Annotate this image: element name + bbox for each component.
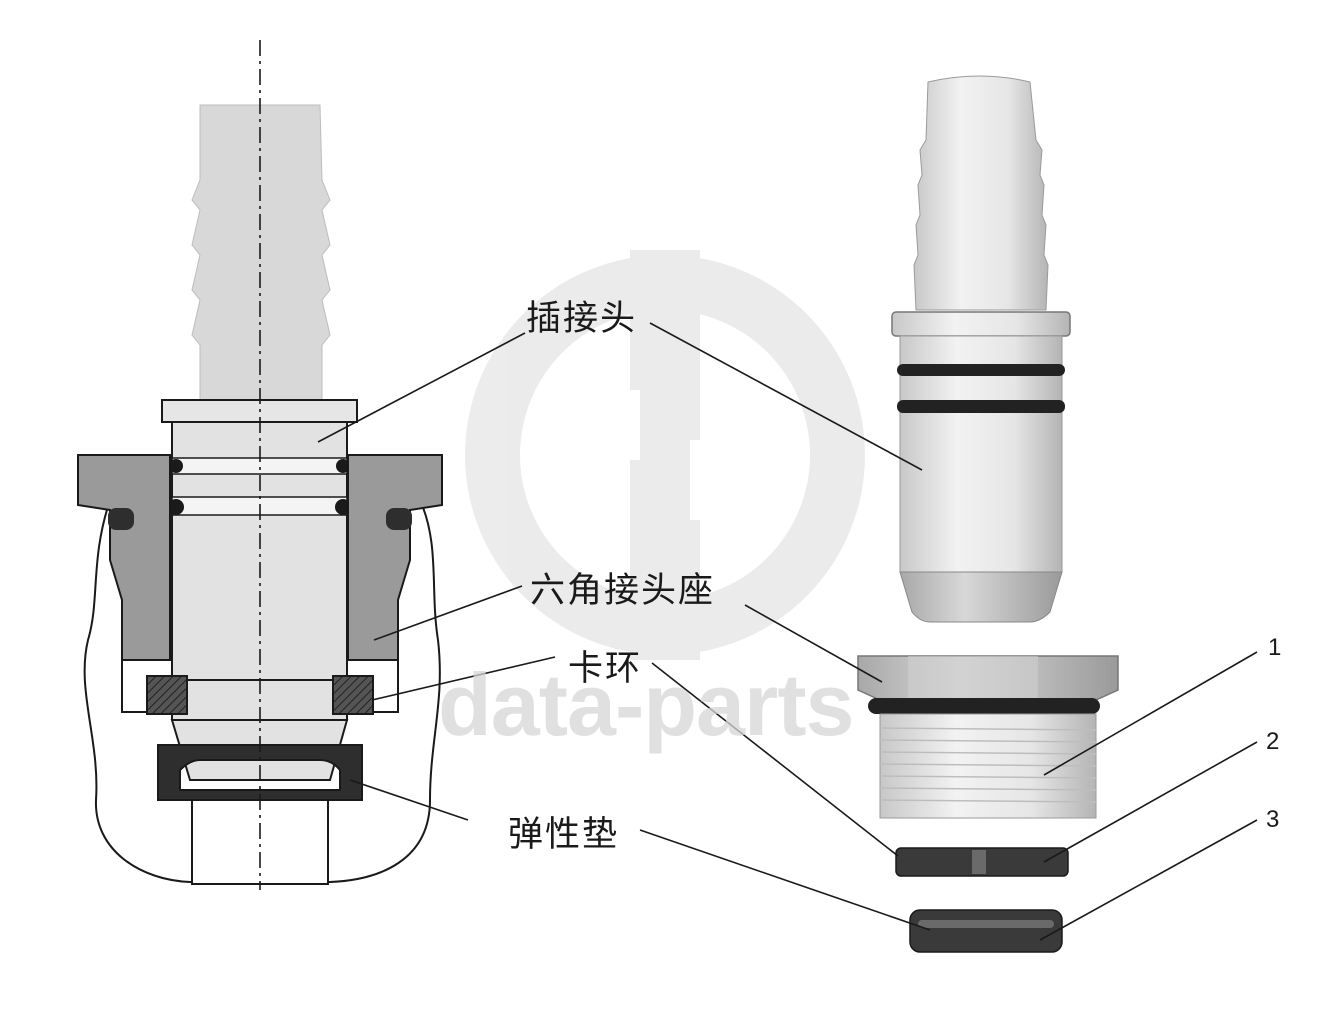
elastic-gasket	[157, 744, 363, 801]
clamp-ring-left	[146, 675, 188, 715]
callout-number-1: 1	[1268, 634, 1282, 661]
leader-clamp-left	[371, 656, 556, 701]
label-plug: 插接头	[526, 299, 638, 339]
leader-2	[1043, 741, 1258, 863]
label-clamp-ring: 卡环	[568, 649, 643, 689]
leader-1	[1043, 651, 1258, 776]
cross-section-view	[77, 40, 443, 890]
exploded-view	[857, 75, 1119, 953]
leader-hex-left	[373, 585, 523, 641]
leader-gasket-right	[639, 829, 931, 931]
watermark-text: data-parts	[438, 655, 854, 754]
label-elastic-gasket: 弹性垫	[508, 815, 620, 855]
leader-plug-right	[649, 322, 923, 471]
o-ring-lower	[897, 400, 1065, 413]
o-ring-upper	[897, 364, 1065, 376]
plug-barbs	[913, 75, 1049, 311]
hex-seat-right	[347, 454, 443, 661]
label-hex-base: 六角接头座	[530, 571, 716, 611]
watermark-logo	[465, 250, 865, 660]
hex-seat-left	[77, 454, 171, 661]
leader-clamp-right	[651, 662, 899, 857]
leader-hex-right	[744, 604, 883, 683]
leader-plug-left	[317, 332, 526, 443]
hex-base-o-ring	[868, 698, 1100, 714]
leader-gasket-left	[349, 779, 469, 821]
elastic-gasket-part	[909, 909, 1063, 953]
clamp-ring-right	[332, 675, 374, 715]
leader-3	[1039, 819, 1258, 941]
callout-number-2: 2	[1266, 728, 1280, 755]
plug-stem	[191, 104, 331, 401]
callout-number-3: 3	[1266, 806, 1280, 833]
